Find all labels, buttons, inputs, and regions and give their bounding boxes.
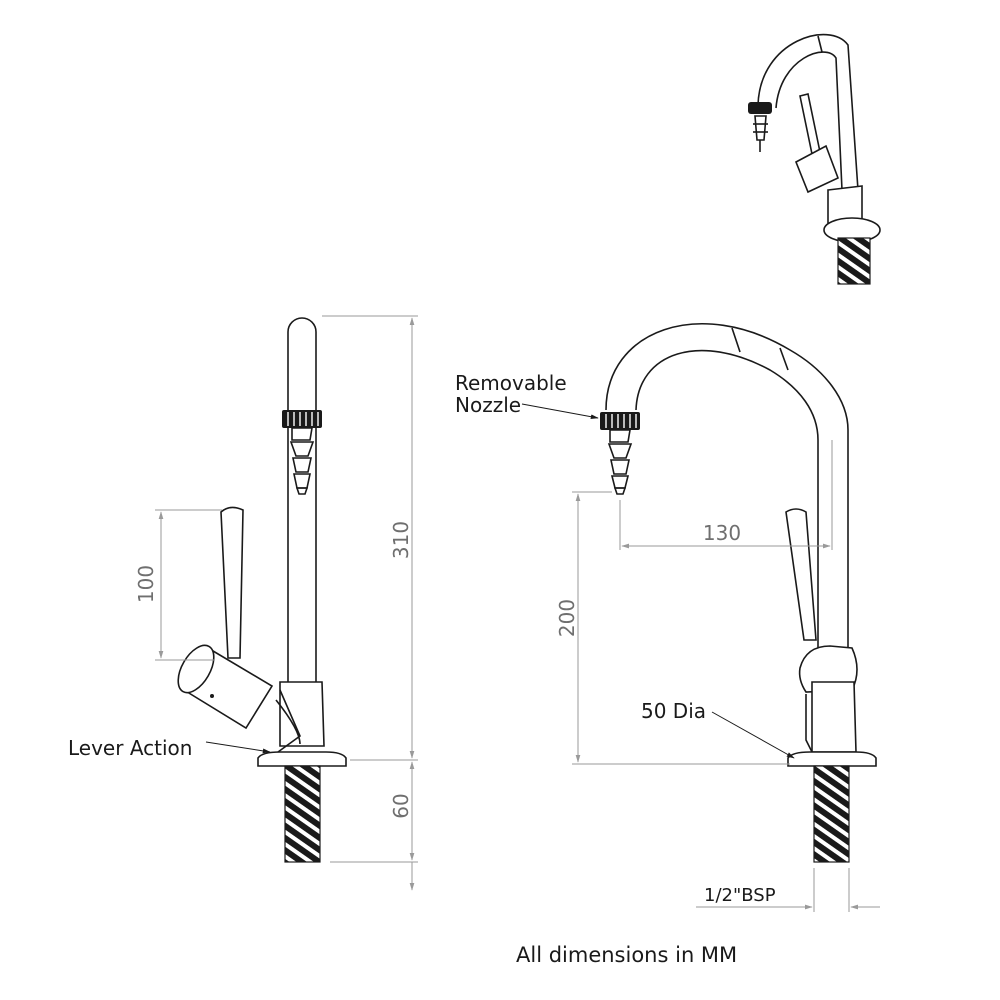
side-dimensions xyxy=(155,315,418,891)
front-view xyxy=(600,323,877,863)
front-dimensions xyxy=(572,440,880,912)
label-bsp: 1/2"BSP xyxy=(704,885,776,906)
dim-thread-length: 60 xyxy=(389,793,413,818)
leader-lines xyxy=(205,403,795,759)
side-view xyxy=(177,317,347,863)
dim-outlet-height: 200 xyxy=(555,599,579,637)
label-nozzle: Nozzle xyxy=(455,393,521,417)
label-50-dia: 50 Dia xyxy=(641,699,706,723)
dim-lever-length: 100 xyxy=(134,565,158,603)
dim-overall-height: 310 xyxy=(389,521,413,559)
dim-spout-reach: 130 xyxy=(703,521,741,545)
label-removable: Removable xyxy=(455,371,567,395)
isometric-view xyxy=(748,33,881,285)
footer-note: All dimensions in MM xyxy=(516,943,737,967)
label-lever-action: Lever Action xyxy=(68,736,192,760)
